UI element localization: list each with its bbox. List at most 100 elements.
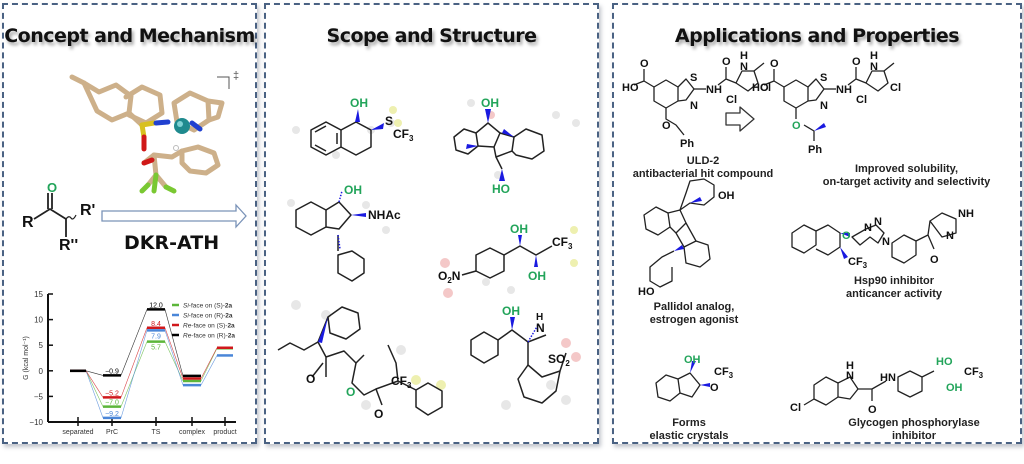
legend-entry: Si-face on (R)-2a bbox=[183, 313, 233, 320]
legend-entry: Re-face on (R)-2a bbox=[183, 333, 235, 340]
energy-connector bbox=[200, 347, 218, 379]
reaction-arrow bbox=[101, 203, 247, 229]
application-structures: HO O S N NH O H N Cl Cl O Ph HO O S N NH… bbox=[622, 50, 984, 416]
glycogen-oh: OH bbox=[946, 382, 963, 394]
compound-1-s: S bbox=[385, 114, 393, 128]
panel-title-scope: Scope and Structure bbox=[326, 25, 537, 47]
indane-oh: OH bbox=[684, 354, 701, 366]
scope-structure-panel: Scope and Structure bbox=[264, 3, 599, 444]
compound-5-cf3: CF3 bbox=[391, 374, 412, 390]
x-tick-label-separated: separated bbox=[62, 429, 93, 436]
uld2-caption: antibacterial hit compound bbox=[632, 168, 774, 180]
improved-pyrrole-n: N bbox=[870, 61, 878, 73]
energy-connector bbox=[200, 348, 218, 382]
uld2-s: S bbox=[690, 72, 697, 84]
energy-value-label: 7.9 bbox=[151, 333, 161, 340]
uld2-carbonyl-o: O bbox=[722, 56, 731, 68]
glycogen-caption: Glycogen phosphorylase inhibitor bbox=[848, 417, 980, 442]
energy-connector bbox=[120, 330, 148, 418]
hsp90-cf3: CF3 bbox=[848, 256, 868, 270]
glycogen-indole-h: H bbox=[846, 360, 854, 372]
y-axis-label: G (kcal mol⁻¹) bbox=[23, 336, 30, 380]
improved-n: N bbox=[820, 100, 828, 112]
panel-title-concept: Concept and Mechanism bbox=[4, 25, 255, 47]
x-tick-label-PrC: PrC bbox=[106, 429, 118, 436]
energy-connector bbox=[85, 370, 104, 376]
concept-mechanism-panel: Concept and Mechanism bbox=[2, 3, 257, 444]
glycogen-carbonyl-o: O bbox=[868, 404, 877, 416]
glycogen-cl: Cl bbox=[790, 402, 801, 414]
energy-value-label: 5.7 bbox=[151, 345, 161, 352]
improved-caption: Improved solubility, on-target activity … bbox=[822, 163, 991, 188]
transition-state-3d-model: ‡ O R R' R'' bbox=[22, 70, 247, 254]
compound-1-oh: OH bbox=[350, 96, 368, 110]
energy-connector bbox=[164, 330, 184, 386]
y-tick-label: 15 bbox=[34, 290, 43, 299]
glycogen-ho: HO bbox=[936, 356, 953, 368]
tolyl-ring bbox=[81, 80, 134, 123]
compound-3-nhac: NHAc bbox=[368, 208, 401, 222]
uld2-pyrrole-n: N bbox=[740, 61, 748, 73]
double-dagger-symbol: ‡ bbox=[233, 70, 239, 82]
ts-bracket bbox=[217, 76, 230, 89]
uld2-pyrrole-h: H bbox=[740, 50, 748, 62]
scope-structures: OH S CF3 OH HO OH NHAc OH OH CF3 O2N O O… bbox=[277, 96, 581, 421]
hsp90-carbonyl-o: O bbox=[930, 254, 939, 266]
improved-nh: NH bbox=[836, 84, 852, 96]
ketone-oxygen-label: O bbox=[47, 180, 57, 195]
r-group-label: R bbox=[22, 214, 34, 231]
panel-title-applications: Applications and Properties bbox=[674, 25, 960, 47]
energy-value-label: −0.9 bbox=[105, 368, 119, 375]
improved-carbonyl-o: O bbox=[852, 56, 861, 68]
indane-caption: Forms elastic crystals bbox=[649, 417, 729, 442]
compound-4-nitro: O2N bbox=[438, 269, 460, 285]
legend-entry: Re-face on (S)-2a bbox=[183, 323, 235, 330]
y-tick-label: −10 bbox=[29, 418, 43, 427]
glycogen-cf3: CF3 bbox=[964, 366, 984, 380]
x-tick-label-complex: complex bbox=[179, 429, 206, 436]
pallidol-ho: HO bbox=[638, 286, 655, 298]
improved-ho: HO bbox=[752, 82, 769, 94]
y-tick-label: 10 bbox=[34, 316, 43, 325]
indane-o: O bbox=[710, 382, 719, 394]
hsp90-n2: N bbox=[874, 216, 882, 228]
energy-connector bbox=[164, 327, 184, 379]
uld2-nh: NH bbox=[706, 84, 722, 96]
improved-ether-o: O bbox=[792, 120, 801, 132]
energy-connector bbox=[120, 327, 148, 398]
improved-o: O bbox=[770, 58, 779, 70]
x-tick-label-TS: TS bbox=[152, 429, 161, 436]
r-double-prime-label: R'' bbox=[59, 237, 78, 254]
pallidol-caption: Pallidol analog, estrogen agonist bbox=[649, 301, 739, 326]
x-tick-label-product: product bbox=[213, 429, 236, 436]
hsp90-nh: NH bbox=[958, 208, 974, 220]
uld2-ho: HO bbox=[622, 82, 639, 94]
uld2-o: O bbox=[640, 58, 649, 70]
compound-5-ketone-o: O bbox=[306, 372, 315, 386]
energy-connector bbox=[200, 355, 218, 386]
uld2-name: ULD-2 bbox=[686, 155, 720, 167]
improved-s: S bbox=[820, 72, 827, 84]
glycogen-amide-hn: HN bbox=[880, 372, 896, 384]
y-tick-label: 5 bbox=[39, 341, 44, 350]
energy-value-label: 12.0 bbox=[149, 302, 163, 309]
compound-2-oh: OH bbox=[481, 96, 499, 110]
compound-5-carbonyl-o: O bbox=[374, 407, 383, 421]
energy-value-label: −9.2 bbox=[105, 411, 119, 418]
glycogen-indole-n: N bbox=[846, 370, 854, 382]
energy-value-label: 8.4 bbox=[151, 321, 161, 328]
uld2-cl-2: Cl bbox=[760, 82, 771, 94]
indane-cf3: CF3 bbox=[714, 366, 734, 380]
applications-properties-panel: Applications and Properties bbox=[612, 3, 1022, 444]
compound-4-oh-bottom: OH bbox=[528, 269, 546, 283]
hsp90-piperazine-n: N bbox=[946, 230, 954, 242]
improved-cl-1: Cl bbox=[856, 94, 867, 106]
y-tick-label: −5 bbox=[34, 392, 44, 401]
energy-connector bbox=[85, 370, 104, 419]
energy-connector bbox=[164, 309, 184, 376]
energy-connector bbox=[85, 370, 104, 407]
uld2-cl-1: Cl bbox=[726, 94, 737, 106]
compound-4-oh-top: OH bbox=[510, 222, 528, 236]
carbonyl-double-bond bbox=[47, 193, 53, 209]
